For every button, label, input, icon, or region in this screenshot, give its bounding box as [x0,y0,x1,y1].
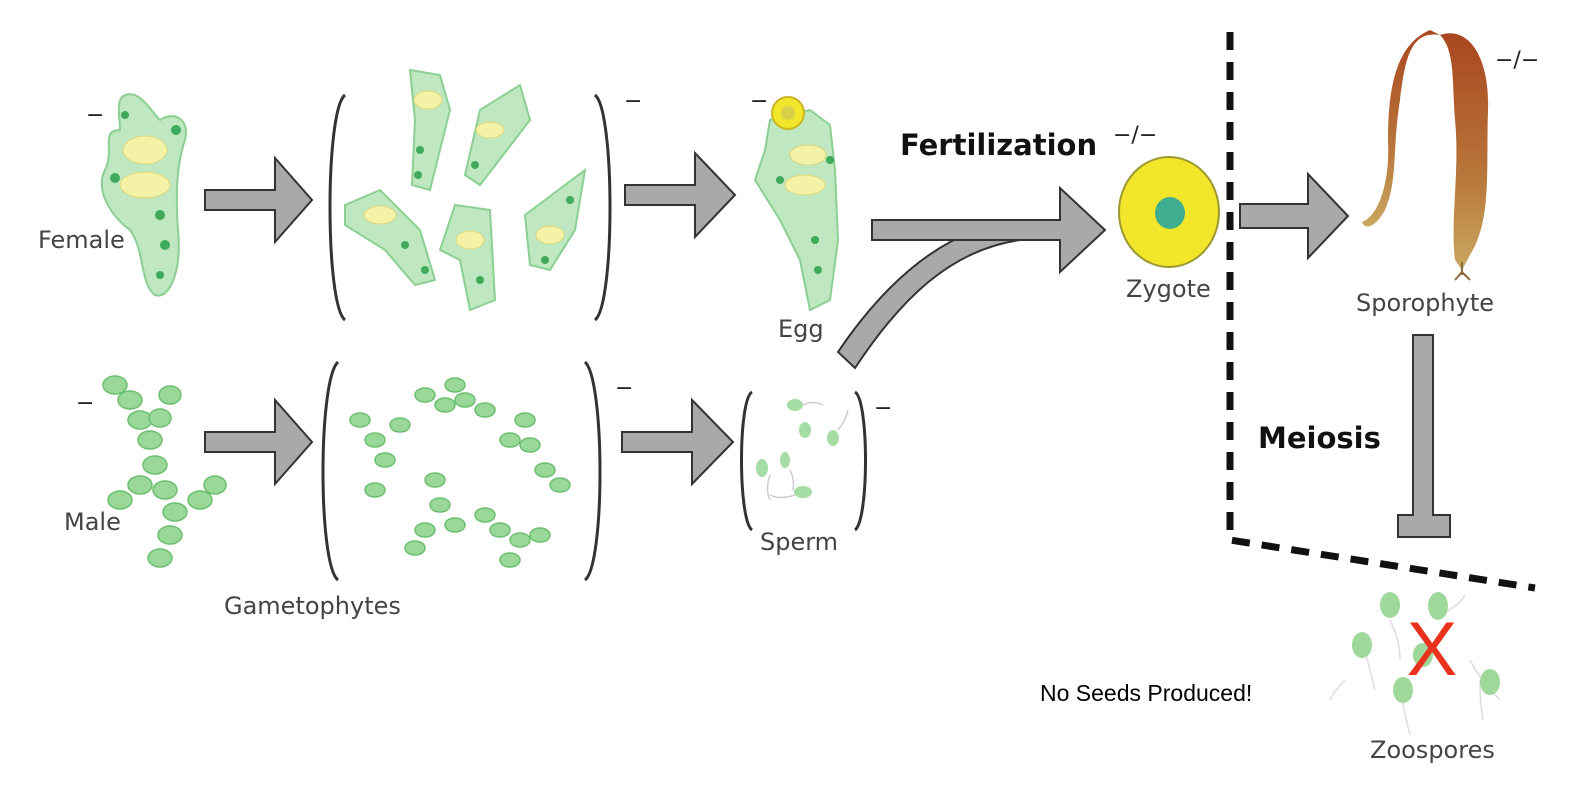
egg-label: Egg [778,315,824,343]
sperm-ploidy: − [874,396,892,421]
cross-out-mark: X [1407,607,1458,692]
no-seeds-note: No Seeds Produced! [1040,680,1252,706]
zoospores [1329,592,1501,736]
female-gametophytes-ploidy: − [624,89,642,114]
sporophyte-ploidy: −/− [1495,48,1539,73]
arrow-to-sporophyte [1239,171,1350,261]
zygote-label: Zygote [1126,275,1211,303]
male-ploidy: − [76,391,94,416]
meiosis-blocked-bar [1397,334,1451,538]
arrow-female-to-gametophytes [204,155,314,245]
zygote-nucleus [1155,197,1185,229]
fertilization-label: Fertilization [900,128,1097,162]
egg-ploidy: − [750,89,768,114]
sperm-group [740,390,867,532]
arrow-male-to-gametophytes [204,397,314,487]
female-label: Female [38,226,125,254]
arrow-to-sperm [621,397,735,487]
sporophyte-label: Sporophyte [1356,289,1494,317]
zoospores-label: Zoospores [1370,736,1495,764]
male-gametophytes-group [321,360,602,582]
arrow-to-egg [624,150,737,240]
egg-gametophyte [753,96,840,312]
gametophytes-label: Gametophytes [224,592,401,620]
male-gametophyte [102,375,227,568]
female-gametophytes-group [328,68,612,322]
fertilization-arrow [836,185,1107,370]
female-gametophyte [100,93,187,297]
zygote-ploidy: −/− [1113,123,1157,148]
male-gametophytes-ploidy: − [615,376,633,401]
meiosis-label: Meiosis [1258,421,1381,455]
sporophyte-kelp [1362,30,1489,281]
female-ploidy: − [86,103,104,128]
male-label: Male [64,508,121,536]
sperm-label: Sperm [760,528,838,556]
